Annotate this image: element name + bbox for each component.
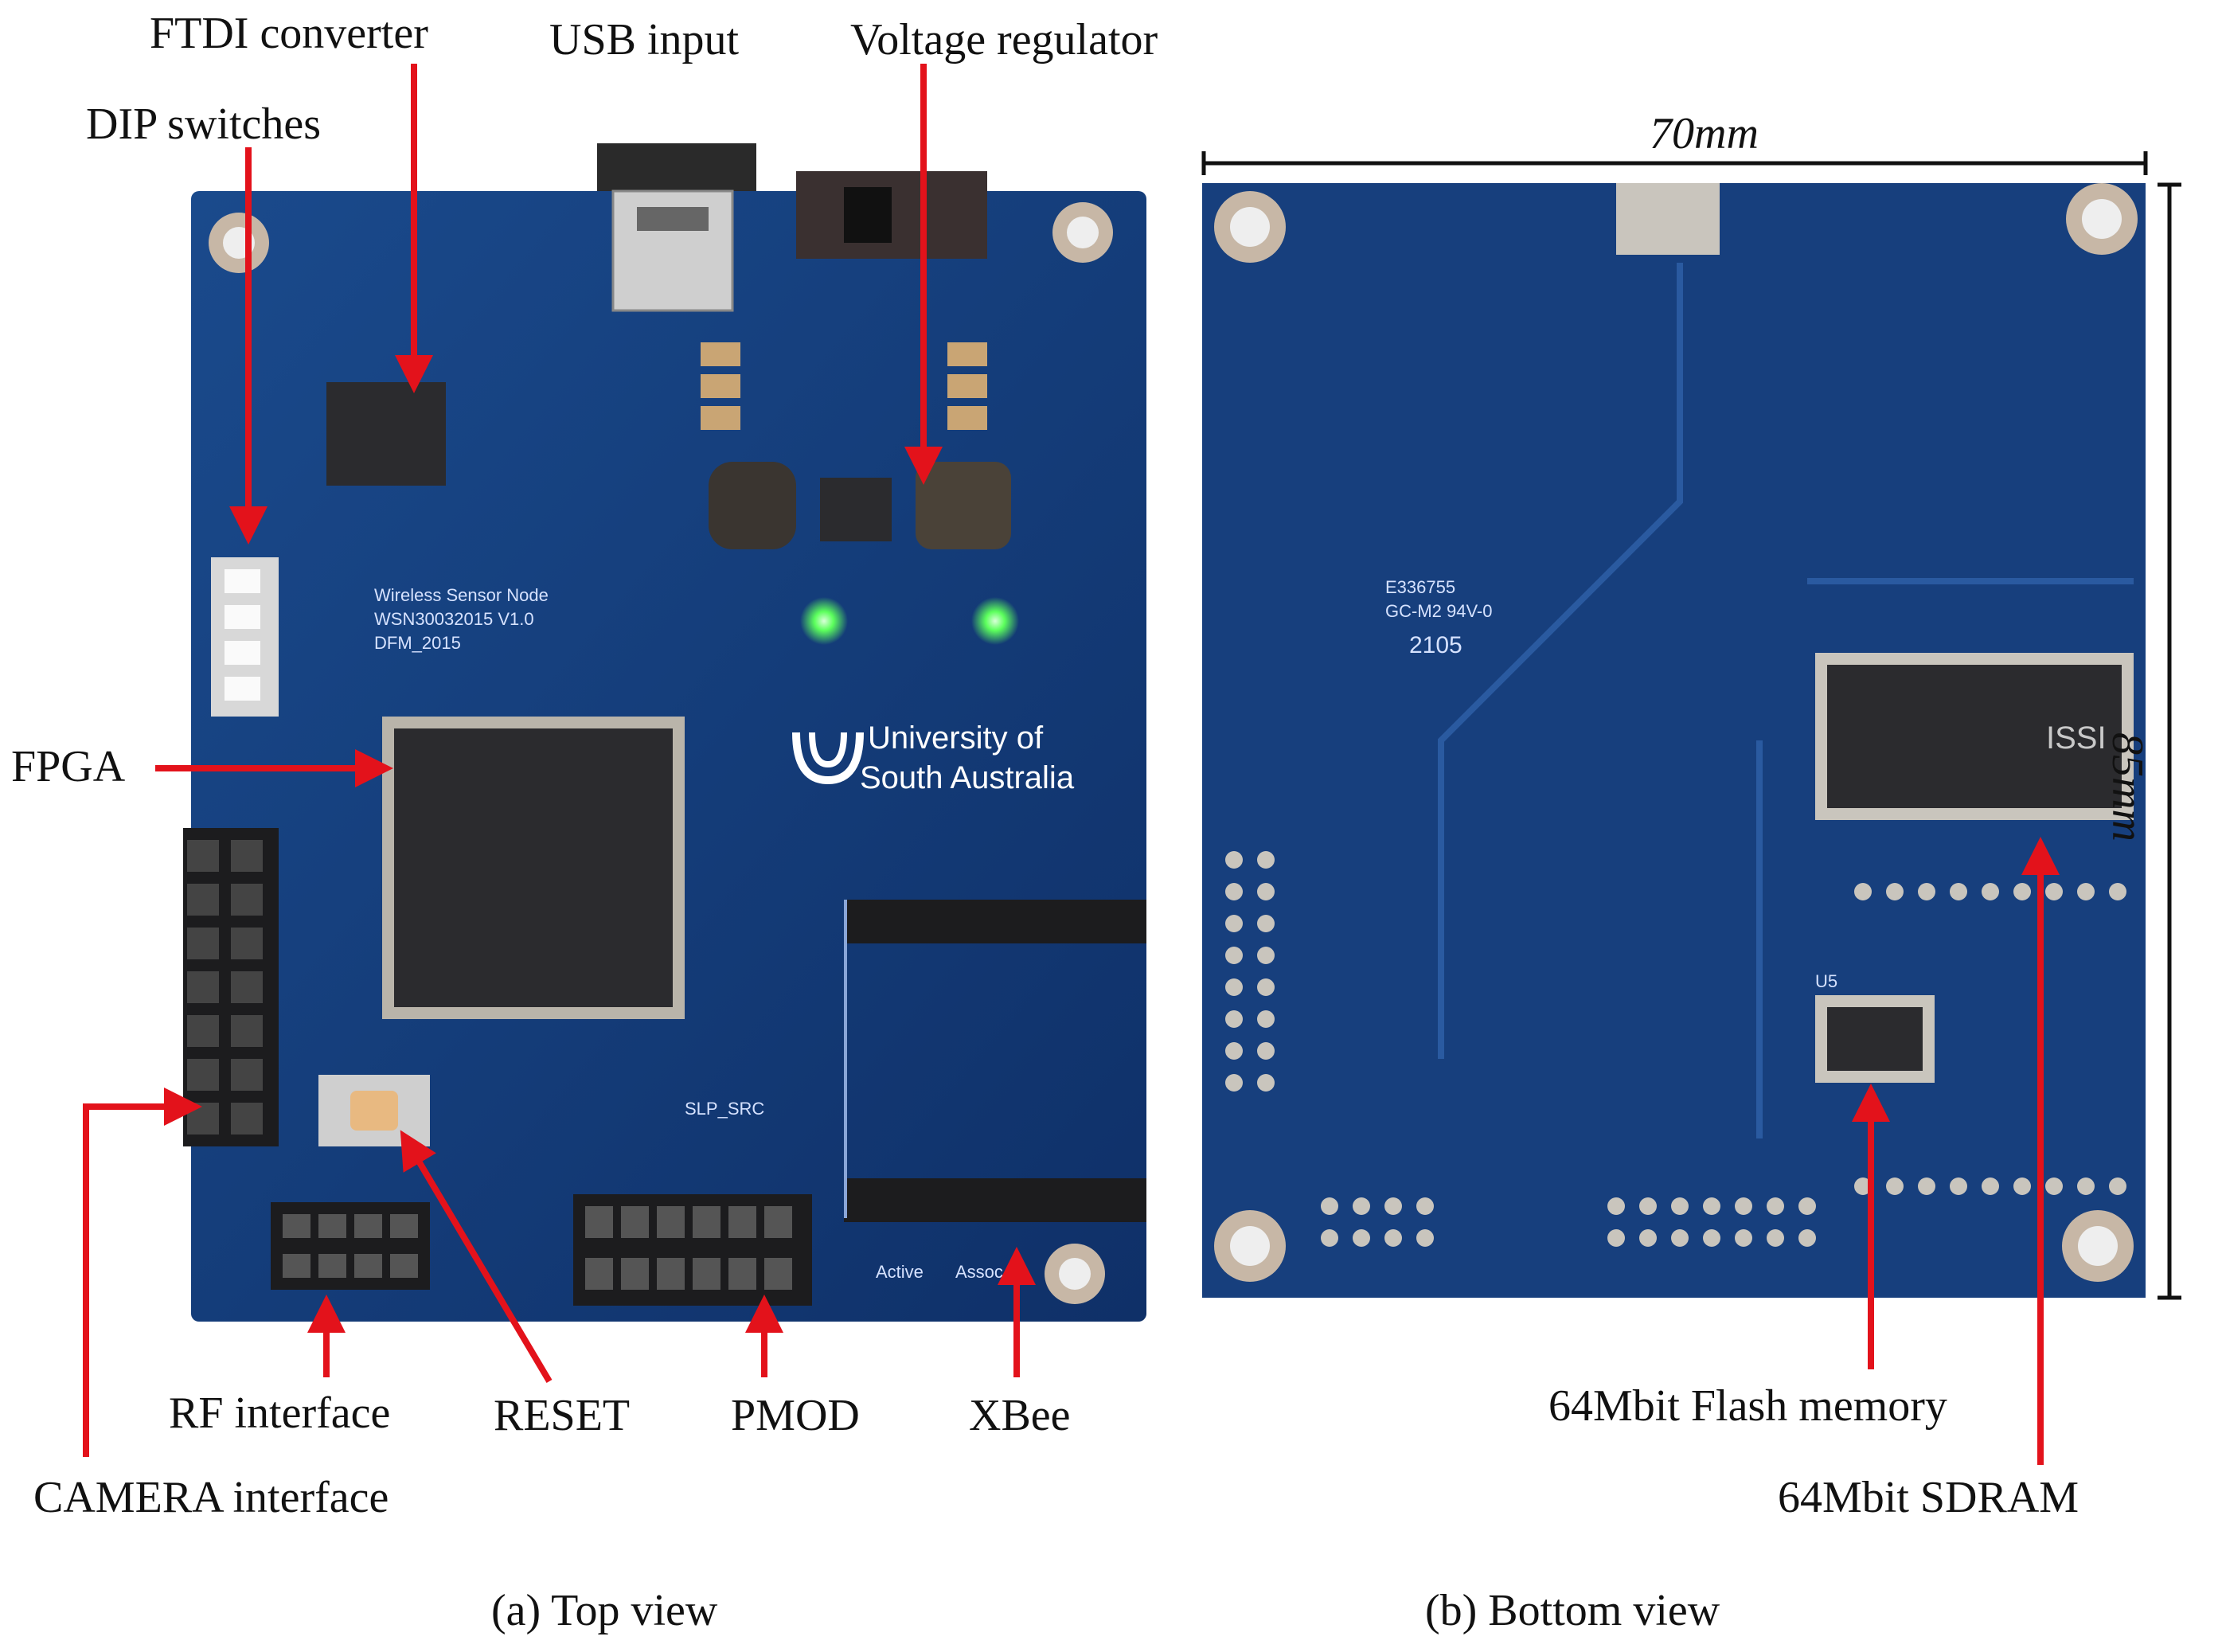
node-text-2: WSN30032015 V1.0 <box>374 609 534 629</box>
ftdi-chip <box>326 382 446 486</box>
reset-button-part <box>318 1075 430 1146</box>
label-voltage-regulator: Voltage regulator <box>850 15 1158 64</box>
top-view-board: University of South Australia Wireless S… <box>183 143 1146 1322</box>
fpga-chip <box>382 717 685 1019</box>
sdram-chip-text: ISSI <box>2046 721 2107 756</box>
led-1 <box>800 597 848 645</box>
flash-chip <box>1815 995 1935 1083</box>
power-switch <box>796 171 987 259</box>
label-xbee: XBee <box>969 1391 1071 1440</box>
assoc-text: Assoc <box>955 1262 1003 1282</box>
label-pmod: PMOD <box>731 1391 860 1440</box>
label-ftdi-converter: FTDI converter <box>150 9 428 58</box>
bottom-code-1: E336755 <box>1385 577 1455 597</box>
usb-connector <box>597 143 756 312</box>
bottom-view-board: ISSI U5 E336755 GC-M2 94V-0 2105 <box>1202 183 2146 1298</box>
pmod-header <box>573 1194 812 1306</box>
university-name-1: University of <box>868 721 1044 756</box>
caption-bottom-view: (b) Bottom view <box>1425 1586 1720 1635</box>
active-text: Active <box>876 1262 924 1282</box>
bottom-traces <box>1438 263 2134 1138</box>
rf-header <box>271 1202 430 1290</box>
u5-text: U5 <box>1815 971 1837 991</box>
label-fpga: FPGA <box>11 742 126 791</box>
slp-text: SLP_SRC <box>685 1099 764 1119</box>
mounting-holes <box>209 202 1113 1304</box>
label-height-85mm: 85mm <box>2103 732 2152 842</box>
label-camera-interface: CAMERA interface <box>33 1473 389 1522</box>
label-width-70mm: 70mm <box>1650 109 1759 158</box>
caption-top-view: (a) Top view <box>491 1586 718 1635</box>
bottom-usb-pads <box>1616 183 1720 255</box>
node-text-1: Wireless Sensor Node <box>374 585 549 605</box>
university-name-2: South Australia <box>860 760 1075 795</box>
label-reset: RESET <box>494 1391 631 1440</box>
label-dip-switches: DIP switches <box>86 100 322 149</box>
camera-header <box>183 828 279 1146</box>
sdram-chip <box>1815 653 2134 820</box>
node-text-3: DFM_2015 <box>374 633 461 653</box>
bottom-pad-rows <box>1225 851 2126 1247</box>
bottom-mounting-holes <box>1214 183 2138 1282</box>
label-flash-memory: 64Mbit Flash memory <box>1548 1381 1947 1431</box>
label-usb-input: USB input <box>549 15 740 64</box>
bottom-code-2: GC-M2 94V-0 <box>1385 601 1493 621</box>
label-sdram: 64Mbit SDRAM <box>1778 1473 2079 1522</box>
dip-switch-block <box>211 557 279 717</box>
xbee-headers <box>844 900 1146 1222</box>
label-rf-interface: RF interface <box>169 1388 391 1438</box>
led-2 <box>971 597 1019 645</box>
university-logo <box>792 732 864 785</box>
bottom-year: 2105 <box>1409 632 1462 658</box>
